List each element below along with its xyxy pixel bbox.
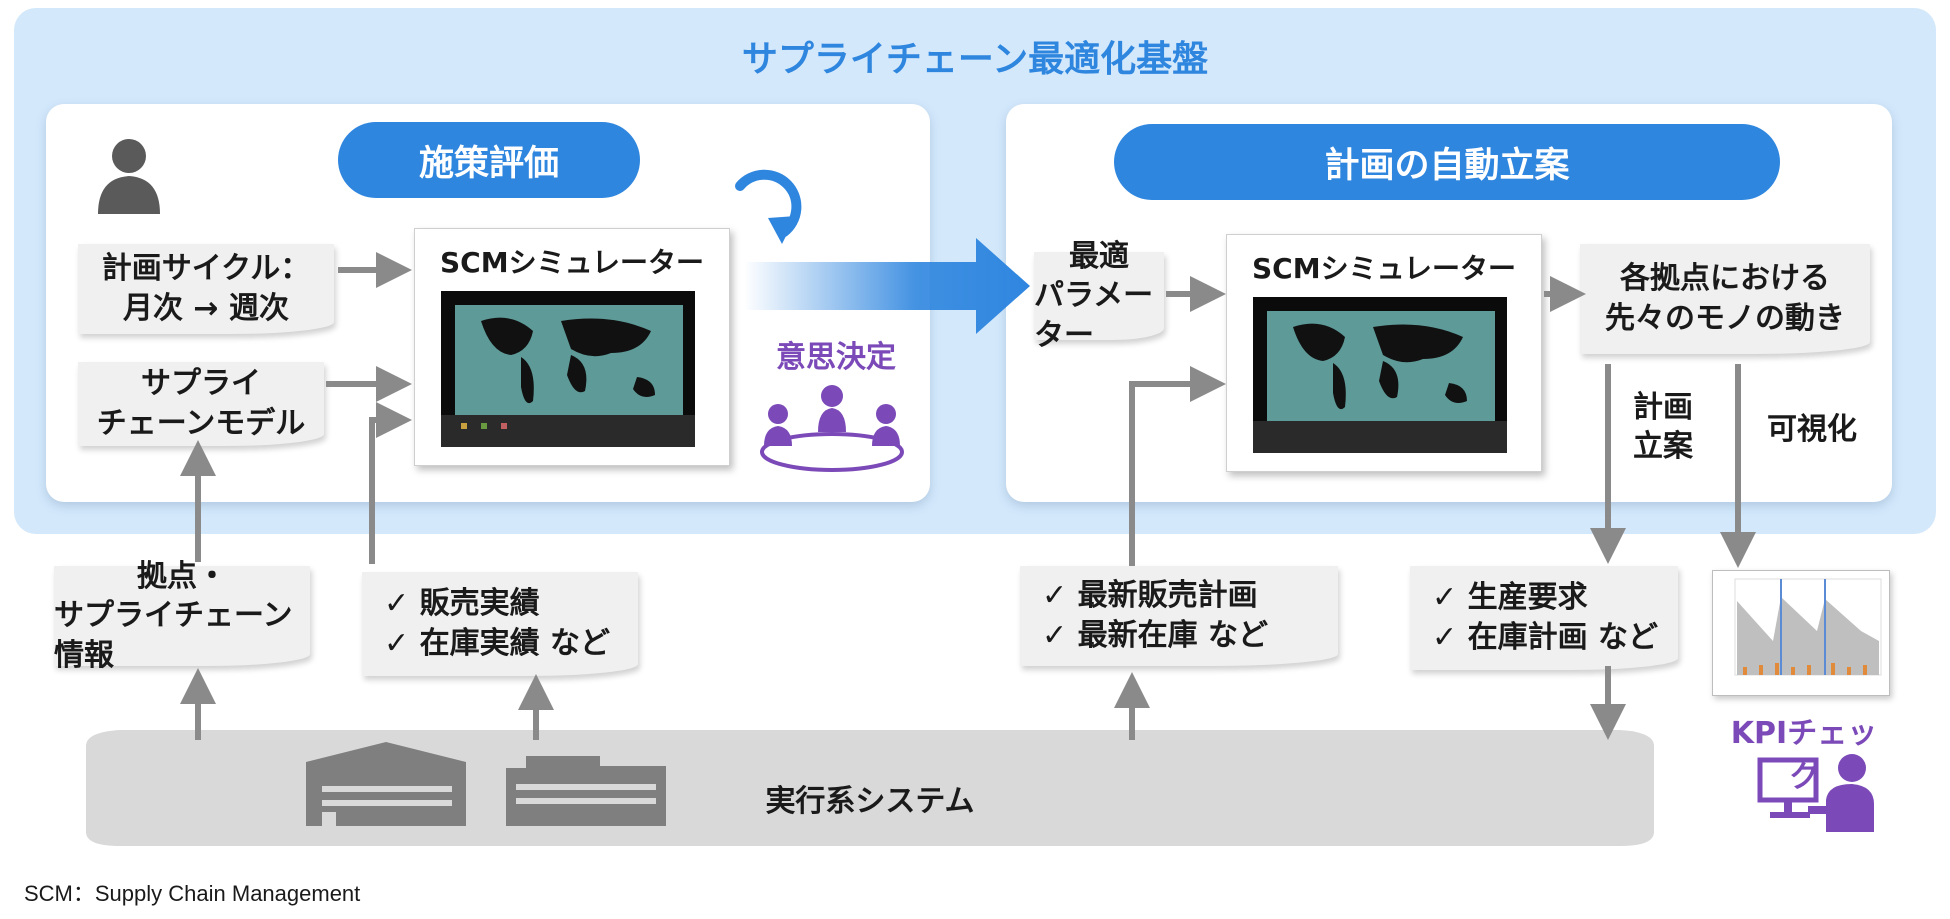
model-note-line2: チェーンモデル xyxy=(96,406,306,441)
kpi-chart-thumbnail xyxy=(1712,570,1890,696)
flow-note-line2: 先々のモノの動き xyxy=(1605,301,1845,336)
plan-label: 計画 立案 xyxy=(1618,388,1708,466)
left-simulator-window: SCMシミュレーター xyxy=(414,228,730,466)
model-note-line1: サプライ xyxy=(141,366,261,402)
plan-label-line1: 計画 xyxy=(1633,390,1693,425)
evaluation-pill: 施策評価 xyxy=(338,122,640,198)
parameter-note-line1: 最適 xyxy=(1069,238,1129,274)
plan-label-line2: 立案 xyxy=(1633,429,1693,464)
right-simulator-map xyxy=(1253,297,1507,453)
execution-system-label: 実行系システム xyxy=(765,784,975,819)
base-info-line1: 拠点・ xyxy=(137,558,227,594)
cycle-note: 計画サイクル： 月次 → 週次 xyxy=(78,244,334,334)
latest-plan-line2: ✓ 最新在庫 など xyxy=(1042,618,1269,653)
right-simulator-title: SCMシミュレーター xyxy=(1251,252,1517,285)
cycle-note-line2: 月次 → 週次 xyxy=(122,291,290,326)
left-simulator-map xyxy=(441,291,695,447)
base-info-line2: サプライチェーン情報 xyxy=(54,598,293,673)
factory-icon xyxy=(506,756,666,826)
production-line2: ✓ 在庫計画 など xyxy=(1432,620,1659,655)
footnote: SCM：Supply Chain Management xyxy=(24,881,361,906)
platform-title: サプライチェーン最適化基盤 xyxy=(741,39,1209,80)
auto-planning-pill: 計画の自動立案 xyxy=(1114,124,1780,200)
cycle-note-line1: 計画サイクル： xyxy=(101,251,311,287)
kpi-check-label: KPIチェック xyxy=(1730,716,1878,795)
flow-note-line1: 各拠点における xyxy=(1620,261,1830,297)
sales-actual-note: ✓ 販売実績 ✓ 在庫実績 など xyxy=(362,572,638,676)
parameter-note: 最適 パラメーター xyxy=(1034,239,1164,353)
sales-actual-line1: ✓ 販売実績 xyxy=(384,586,540,622)
production-line1: ✓ 生産要求 xyxy=(1432,580,1588,616)
latest-plan-line1: ✓ 最新販売計画 xyxy=(1042,578,1258,614)
visualize-label: 可視化 xyxy=(1767,412,1857,447)
parameter-note-line2: パラメーター xyxy=(1034,278,1154,353)
model-note: サプライ チェーンモデル xyxy=(78,362,324,446)
warehouse-icon xyxy=(306,742,466,826)
base-info-note: 拠点・ サプライチェーン情報 xyxy=(54,559,310,673)
right-simulator-window: SCMシミュレーター xyxy=(1226,234,1542,472)
latest-plan-note: ✓ 最新販売計画 ✓ 最新在庫 など xyxy=(1020,566,1338,666)
flow-note: 各拠点における 先々のモノの動き xyxy=(1580,244,1870,354)
left-simulator-title: SCMシミュレーター xyxy=(439,246,705,279)
production-note: ✓ 生産要求 ✓ 在庫計画 など xyxy=(1410,566,1678,670)
sales-actual-line2: ✓ 在庫実績 など xyxy=(384,626,611,661)
decision-label: 意思決定 xyxy=(776,340,896,375)
